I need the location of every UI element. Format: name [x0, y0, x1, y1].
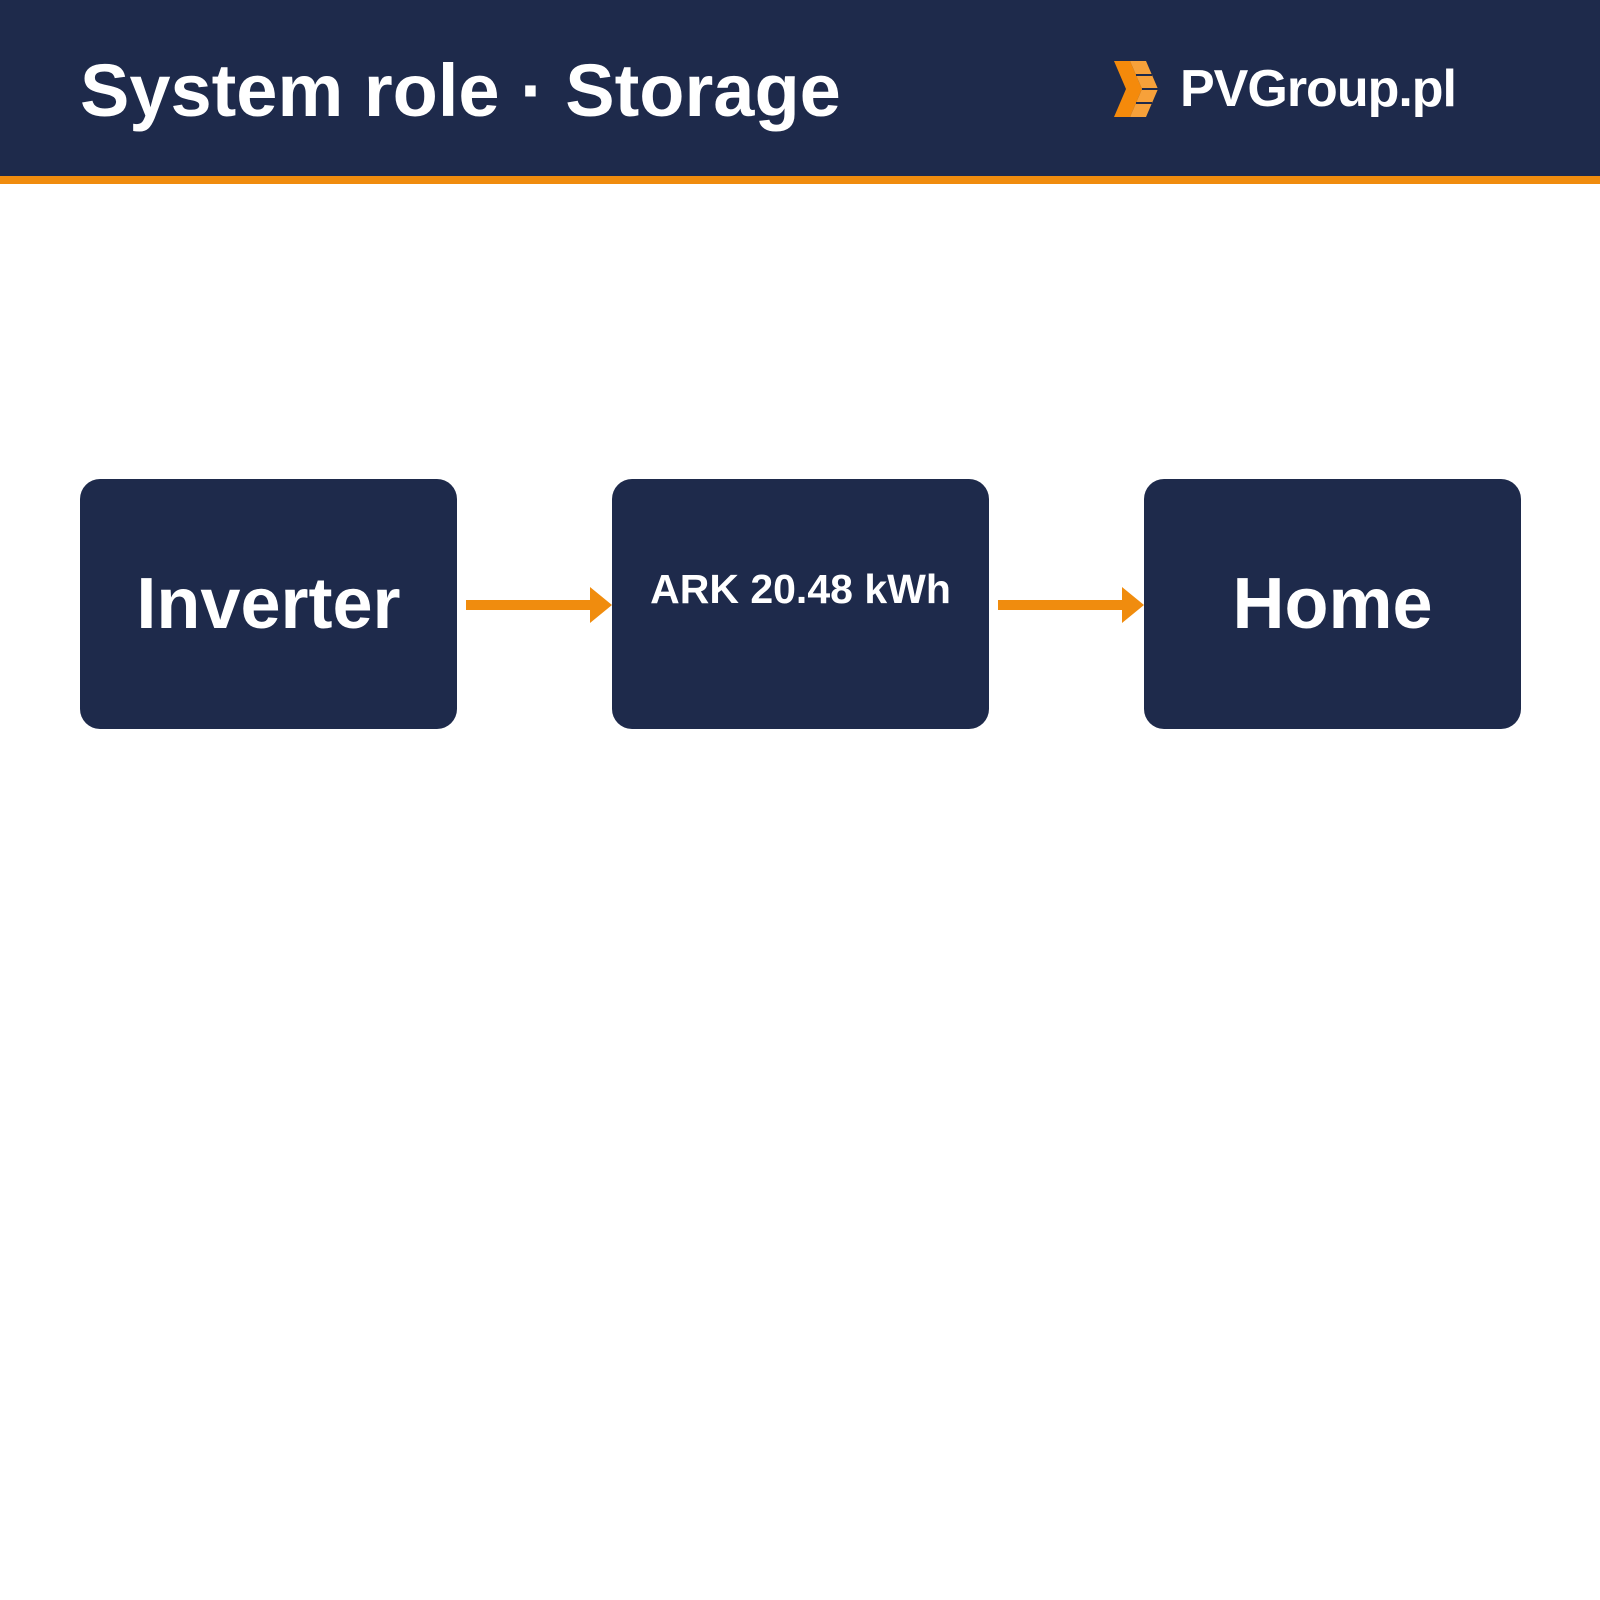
node-inverter-label: Inverter	[136, 564, 401, 644]
node-home-label: Home	[1232, 564, 1433, 644]
node-battery-label: ARK 20.48 kWh	[650, 566, 951, 612]
header-bar: System role · Storage PVGroup.pl	[0, 0, 1600, 176]
header-accent-rule	[0, 176, 1600, 184]
page-title: System role · Storage	[80, 49, 841, 132]
brand-name: PVGroup.pl	[1180, 60, 1457, 118]
node-home: Home	[1144, 479, 1521, 729]
node-battery: ARK 20.48 kWh	[612, 479, 989, 729]
brand: PVGroup.pl	[1112, 56, 1457, 122]
node-inverter: Inverter	[80, 479, 457, 729]
pvgroup-logo-icon	[1114, 61, 1158, 117]
flow-arrow-battery-to-home	[998, 587, 1144, 623]
flow-arrow-inverter-to-battery	[466, 587, 612, 623]
